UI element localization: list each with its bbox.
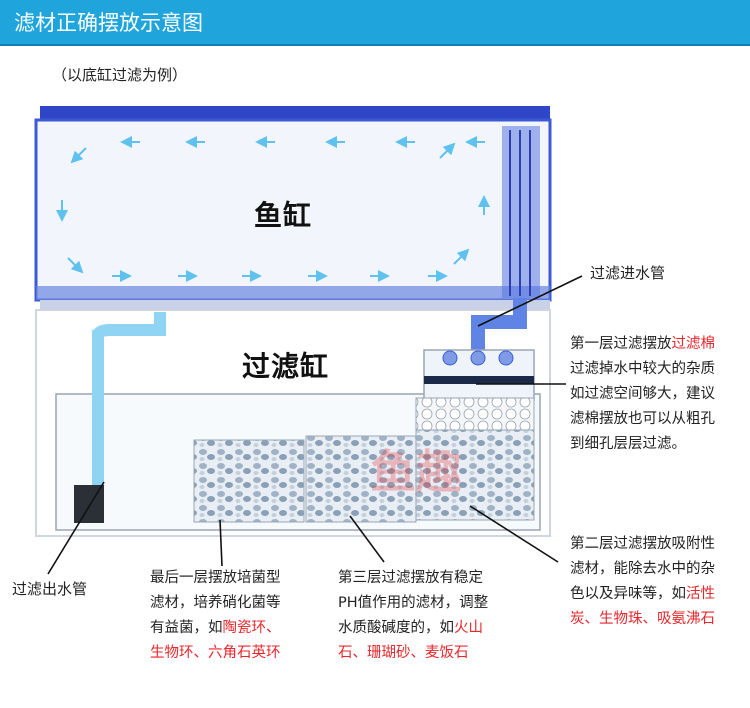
filter-tank-label: 过滤缸 — [242, 345, 329, 385]
tank-base — [40, 300, 550, 310]
tank-top-rim — [40, 106, 550, 120]
layer2-note: 第二层过滤摆放吸附性 滤材，能除去水中的杂 色以及异味等，如活性 炭、生物珠、吸… — [570, 532, 715, 632]
tank-bottom-band — [36, 286, 550, 300]
layer3-note: 第三层过滤摆放有稳定 PH值作用的滤材，调整 水质酸碱度的，如火山 石、珊瑚砂、… — [338, 566, 488, 666]
watermark: 鱼趣 — [370, 445, 462, 499]
filter-wool — [424, 376, 534, 384]
layer4-note: 最后一层摆放培菌型 滤材，培养硝化菌等 有益菌，如陶瓷环、 生物环、六角石英环 — [150, 566, 281, 666]
outlet-pipe-label: 过滤出水管 — [12, 578, 87, 599]
basket-bio-media — [194, 440, 304, 522]
inlet-pipe-label: 过滤进水管 — [590, 262, 665, 283]
layer1-note: 第一层过滤摆放过滤棉 过滤掉水中较大的杂质 如过滤空间够大，建议 滤棉摆放也可以… — [570, 332, 715, 457]
fish-tank-label: 鱼缸 — [254, 194, 312, 234]
